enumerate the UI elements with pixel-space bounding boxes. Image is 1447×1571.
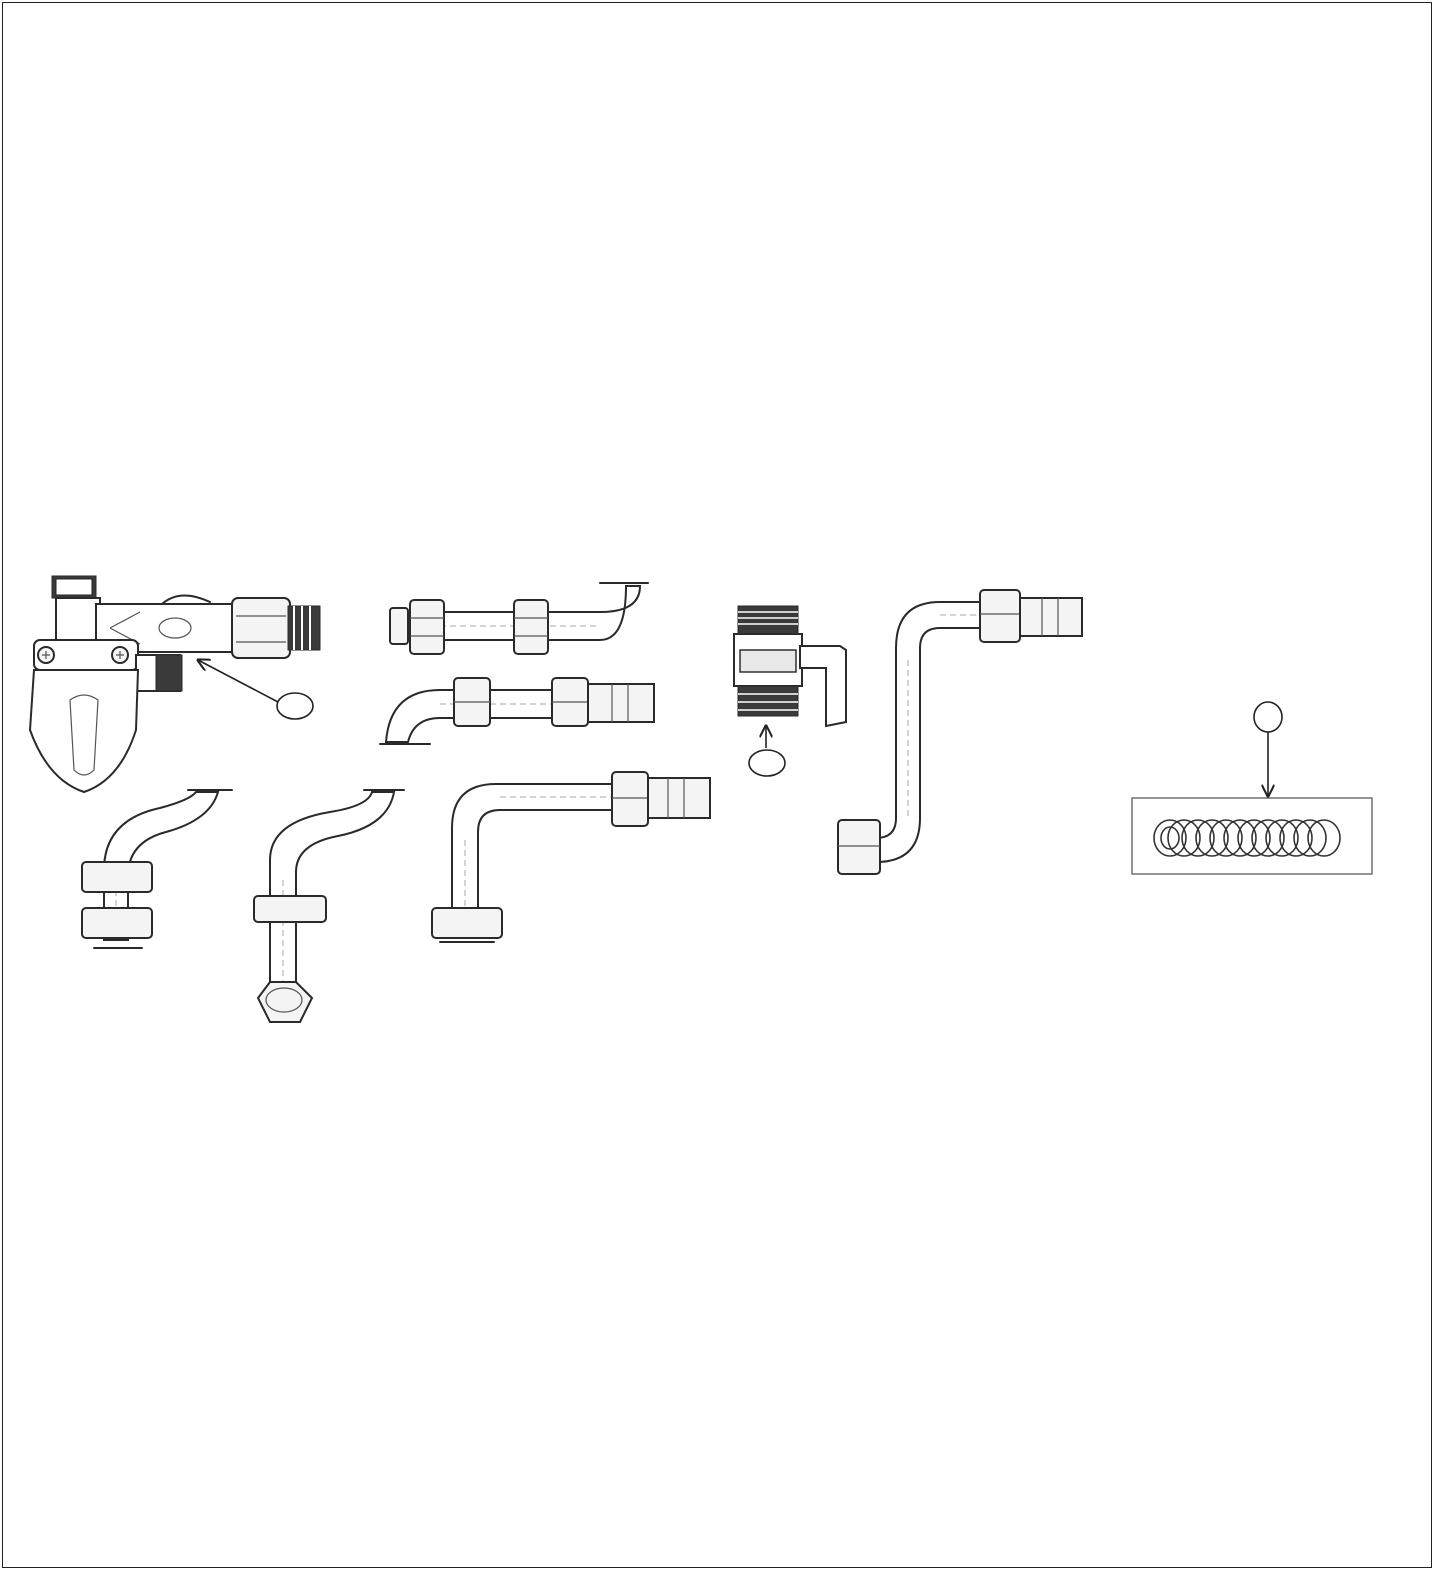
pipe-s-bend-small	[81, 789, 233, 949]
pipe-union-hook-upper	[389, 582, 649, 655]
pipe-union-elbow-lower	[379, 677, 655, 745]
pipe-s-tall	[837, 589, 1083, 875]
pipe-s-bend-long	[253, 789, 405, 1023]
callout-2	[748, 726, 786, 777]
pipe-l-elbow	[431, 771, 711, 943]
callout-3	[1253, 701, 1283, 796]
safety-valve-assembly	[28, 575, 321, 794]
callout-1	[198, 660, 314, 720]
washer-kit	[1131, 797, 1373, 875]
ball-valve	[733, 605, 847, 728]
